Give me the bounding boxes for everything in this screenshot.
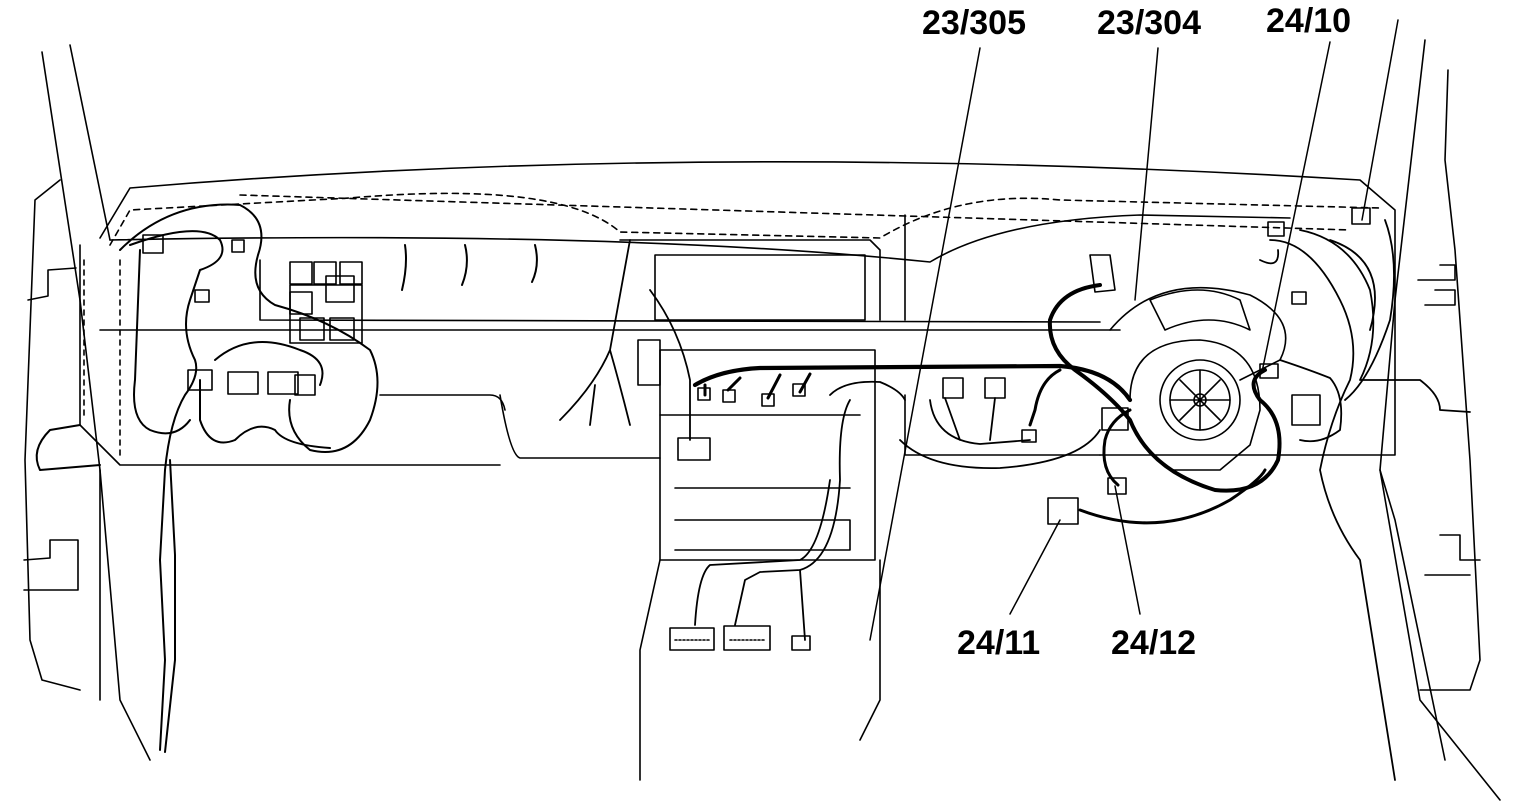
leader-23-305 xyxy=(869,47,981,641)
leader-24-12 xyxy=(1114,485,1141,615)
leader-23-304 xyxy=(1134,47,1159,301)
leader-24-10 xyxy=(1261,41,1331,373)
callout-24-11: 24/11 xyxy=(957,624,1041,662)
right-a-pillar xyxy=(1379,39,1501,801)
left-connectors xyxy=(142,234,661,396)
center-harness xyxy=(692,363,1133,427)
blower-assembly xyxy=(1089,254,1287,471)
center-console xyxy=(379,214,1101,781)
center-thin-wires xyxy=(559,239,1101,641)
right-connectors xyxy=(1047,207,1371,525)
left-a-pillar xyxy=(23,44,151,761)
bottom-plugs xyxy=(669,625,811,651)
leader-lines xyxy=(869,19,1399,641)
callout-24-12: 24/12 xyxy=(1111,624,1197,662)
leader-24-11 xyxy=(1009,519,1061,615)
callout-23-305: 23/305 xyxy=(922,4,1026,42)
leader-right-pillar xyxy=(1361,19,1399,221)
callout-23-304: 23/304 xyxy=(1097,4,1201,42)
callout-24-10: 24/10 xyxy=(1266,2,1352,40)
center-connectors xyxy=(677,377,1037,461)
relay-block xyxy=(289,261,363,344)
right-harness xyxy=(1047,283,1282,525)
dashboard-frame xyxy=(79,161,1396,466)
left-harness xyxy=(35,203,538,753)
right-thin-wires xyxy=(1259,219,1471,781)
